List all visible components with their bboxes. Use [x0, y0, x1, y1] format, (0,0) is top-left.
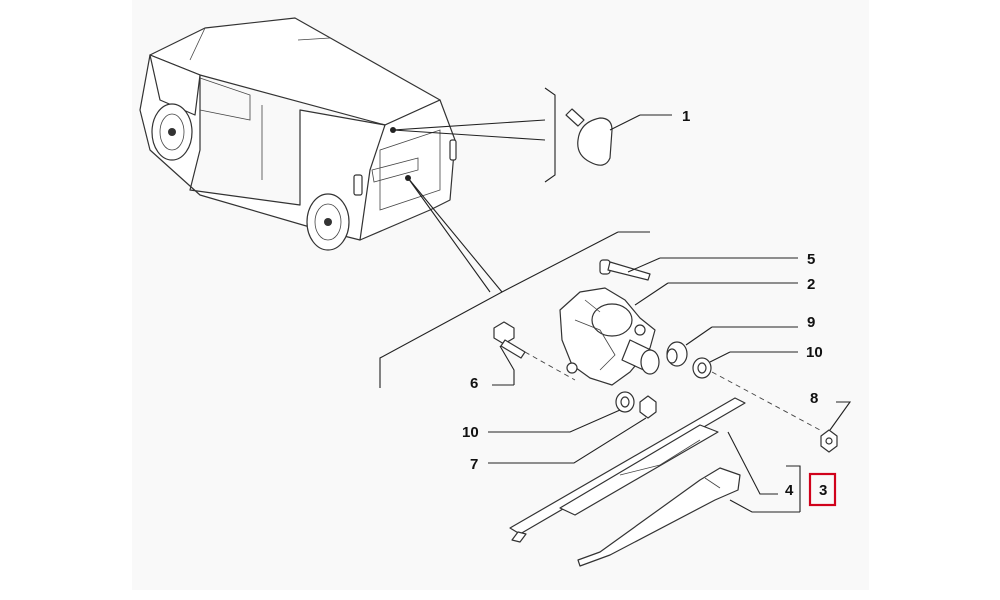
- callout-3: 3: [819, 482, 827, 499]
- part-10-washer-left: [488, 391, 635, 433]
- part-10-washer-right: [692, 351, 821, 431]
- callout-10-right: 10: [806, 344, 823, 361]
- leader-lines-3-4: [727, 431, 801, 513]
- callout-3-highlight-box: [808, 472, 837, 507]
- callout-5: 5: [807, 251, 815, 268]
- part-6-bolt: [492, 321, 576, 386]
- callout-7: 7: [470, 456, 478, 473]
- callout-9: 9: [807, 314, 815, 331]
- callout-4: 4: [785, 482, 794, 499]
- callout-10-left: 10: [462, 424, 479, 441]
- detail-bracket-main: [379, 177, 650, 388]
- callout-8: 8: [810, 390, 818, 407]
- callout-1: 1: [682, 108, 690, 125]
- van-illustration: [139, 17, 457, 251]
- part-8-nut: [820, 401, 852, 453]
- diagram-paper: [132, 0, 869, 590]
- detail-bracket-top: [392, 87, 556, 183]
- part-9-grommet: [666, 326, 798, 367]
- part-5-spindle: [599, 257, 798, 281]
- part-7-nut: [488, 395, 657, 464]
- callout-2: 2: [807, 276, 815, 293]
- callout-6: 6: [470, 375, 478, 392]
- part-4-wiper-blade: [509, 397, 746, 543]
- part-2-wiper-motor: [559, 282, 798, 386]
- part-1-washer-nozzle: [565, 108, 672, 166]
- callout-labels: 1 2 3 4 5 6 7 8 9 10 10: [462, 108, 837, 507]
- part-3-wiper-arm: [577, 467, 741, 567]
